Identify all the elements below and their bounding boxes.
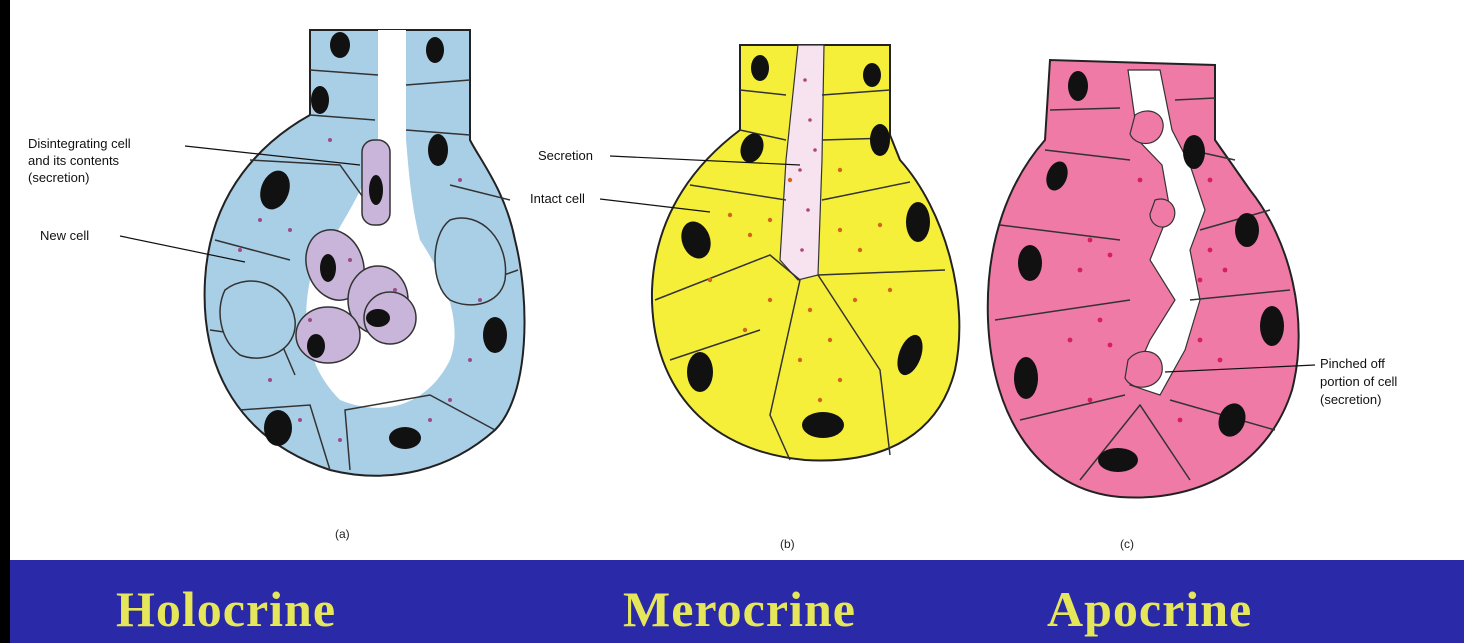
- title-merocrine: Merocrine: [623, 580, 856, 638]
- label-pinched-off-2: portion of cell: [1320, 374, 1397, 389]
- sublabel-b: (b): [780, 537, 795, 551]
- label-disintegrating-cell-2: and its contents: [28, 153, 120, 168]
- label-pinched-off-3: (secretion): [1320, 392, 1381, 407]
- label-intact-cell: Intact cell: [530, 191, 585, 206]
- gland-secretion-diagram: Disintegrating cell and its contents (se…: [10, 0, 1464, 560]
- title-banner: Holocrine Merocrine Apocrine: [10, 560, 1464, 643]
- label-new-cell: New cell: [40, 228, 89, 243]
- label-pinched-off-1: Pinched off: [1320, 356, 1385, 371]
- sublabel-c: (c): [1120, 537, 1134, 551]
- label-secretion: Secretion: [538, 148, 593, 163]
- title-apocrine: Apocrine: [1047, 580, 1252, 638]
- label-disintegrating-cell-3: (secretion): [28, 170, 89, 185]
- title-holocrine: Holocrine: [116, 580, 336, 638]
- label-disintegrating-cell-1: Disintegrating cell: [28, 136, 131, 151]
- sublabel-a: (a): [335, 527, 350, 541]
- left-border: [0, 0, 10, 643]
- apocrine-gland: Pinched off portion of cell (secretion) …: [988, 60, 1398, 551]
- merocrine-gland: Secretion Intact cell (b): [530, 45, 959, 551]
- holocrine-gland: Disintegrating cell and its contents (se…: [28, 30, 525, 541]
